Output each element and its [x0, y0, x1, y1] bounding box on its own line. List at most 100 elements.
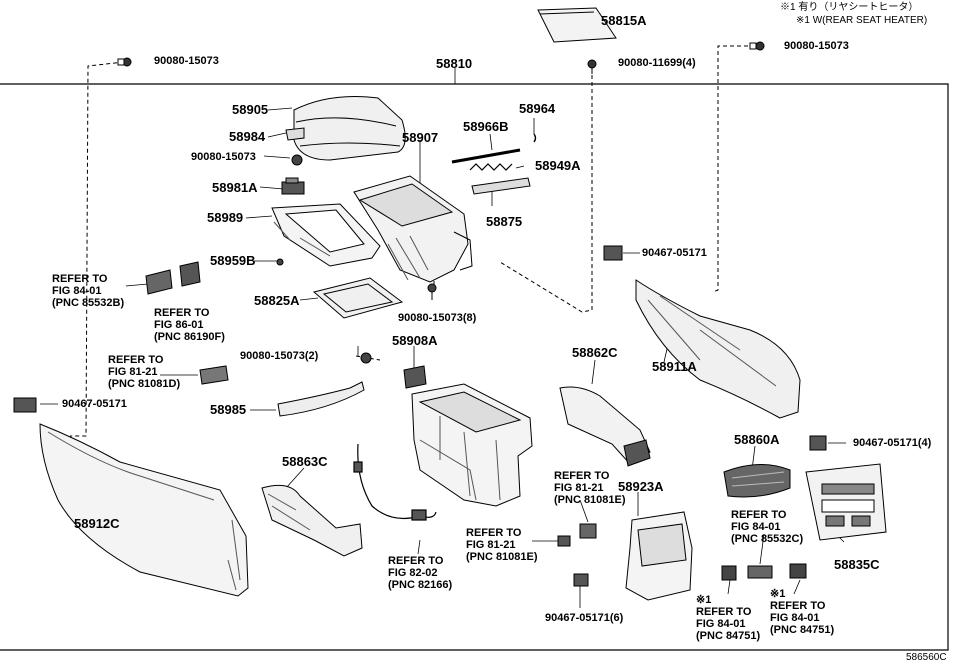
part-label-58923A[interactable]: 58923A	[618, 479, 664, 494]
refer-line: FIG 84-01	[696, 618, 746, 630]
refer-line: REFER TO	[770, 600, 826, 612]
refer-line: (PNC 84751)	[770, 624, 835, 636]
part-58989-shape	[271, 203, 381, 267]
fastener-label-7[interactable]: 90467-05171	[62, 398, 127, 410]
part-label-58959B[interactable]: 58959B	[210, 253, 256, 268]
part-label-58966B[interactable]: 58966B	[463, 119, 509, 134]
fastener-clips	[13, 41, 827, 587]
refer-line: (PNC 85532B)	[52, 297, 125, 309]
refer-line: REFER TO	[554, 470, 610, 482]
part-58860A-shape	[723, 463, 791, 498]
refer-line: REFER TO	[154, 307, 210, 319]
part-58912C-shape	[39, 423, 249, 597]
fastener-label-1[interactable]: 90080-15073	[154, 55, 219, 67]
part-label-58860A[interactable]: 58860A	[734, 432, 780, 447]
note-marker: ※1	[696, 594, 712, 606]
refer-line: REFER TO	[466, 527, 522, 539]
part-label-58825A[interactable]: 58825A	[254, 293, 300, 308]
illustration-id: 586560C	[906, 652, 947, 663]
refer-block-3[interactable]: REFER TO FIG 81-21 (PNC 81081D)	[108, 354, 180, 390]
refer-line: (PNC 81081E)	[554, 494, 626, 506]
part-58923A-shape	[625, 511, 693, 601]
part-label-58989[interactable]: 58989	[207, 210, 244, 225]
part-58862C-shape	[559, 386, 651, 467]
part-58815A-shape	[537, 7, 617, 43]
part-label-58835C[interactable]: 58835C	[834, 557, 880, 572]
part-label-58905[interactable]: 58905	[232, 102, 269, 117]
refer-block-9[interactable]: ※1 REFER TO FIG 84-01 (PNC 84751)	[770, 588, 834, 636]
refer-line: FIG 84-01	[52, 285, 102, 297]
refer-line: FIG 82-02	[388, 567, 438, 579]
part-58984-shape	[285, 127, 305, 141]
part-58981A-shape	[281, 177, 305, 195]
part-58835C-shape	[805, 463, 887, 541]
part-label-58981A[interactable]: 58981A	[212, 180, 258, 195]
refer-line: FIG 81-21	[466, 539, 516, 551]
part-58911A-shape	[635, 279, 801, 419]
refer-line: REFER TO	[52, 273, 108, 285]
part-58964-shape	[533, 133, 537, 143]
console-box-shape	[411, 383, 533, 507]
refer-line: FIG 84-01	[770, 612, 820, 624]
connectors	[557, 523, 807, 581]
part-label-58863C[interactable]: 58863C	[282, 454, 328, 469]
part-label-58907[interactable]: 58907	[402, 130, 439, 145]
part-label-58810[interactable]: 58810	[436, 56, 473, 71]
refer-block-8[interactable]: ※1 REFER TO FIG 84-01 (PNC 84751)	[696, 594, 760, 642]
refer-line: REFER TO	[108, 354, 164, 366]
part-label-58984[interactable]: 58984	[229, 129, 266, 144]
refer-line: (PNC 82166)	[388, 579, 453, 591]
fastener-label-8[interactable]: 90467-05171	[642, 247, 707, 259]
part-58908A-shape	[403, 365, 427, 389]
part-58825A-shape	[312, 277, 404, 319]
refer-block-2[interactable]: REFER TO FIG 86-01 (PNC 86190F)	[154, 307, 225, 343]
refer-block-1[interactable]: REFER TO FIG 84-01 (PNC 85532B)	[52, 273, 124, 309]
refer-line: (PNC 85532C)	[731, 533, 804, 545]
wire-harness-shape	[353, 443, 437, 521]
fastener-label-10[interactable]: 90467-05171(6)	[545, 612, 624, 624]
part-label-58985[interactable]: 58985	[210, 402, 247, 417]
refer-line: (PNC 84751)	[696, 630, 761, 642]
part-label-58862C[interactable]: 58862C	[572, 345, 618, 360]
fastener-label-3[interactable]: 90080-15073	[784, 40, 849, 52]
refer-line: FIG 81-21	[108, 366, 158, 378]
refer-line: (PNC 81081E)	[466, 551, 538, 563]
assembly-frame	[0, 83, 949, 651]
note-line-2: ※1 W(REAR SEAT HEATER)	[796, 15, 928, 26]
refer-block-4[interactable]: REFER TO FIG 82-02 (PNC 82166)	[388, 555, 452, 591]
part-label-58911A[interactable]: 58911A	[652, 359, 697, 374]
refer-line: REFER TO	[731, 509, 787, 521]
refer-line: (PNC 81081D)	[108, 378, 181, 390]
refer-block-5[interactable]: REFER TO FIG 81-21 (PNC 81081E)	[554, 470, 626, 506]
fastener-label-4[interactable]: 90080-15073	[191, 151, 256, 163]
fastener-label-2[interactable]: 90080-11699(4)	[618, 57, 696, 69]
part-label-58815A[interactable]: 58815A	[601, 13, 647, 28]
fastener-label-6[interactable]: 90080-15073(2)	[240, 350, 319, 362]
part-label-58912C[interactable]: 58912C	[74, 516, 120, 531]
part-58966B-shape	[451, 148, 521, 164]
refer-block-7[interactable]: REFER TO FIG 84-01 (PNC 85532C)	[731, 509, 803, 545]
refer-line: FIG 84-01	[731, 521, 781, 533]
refer-line: REFER TO	[388, 555, 444, 567]
part-label-58908A[interactable]: 58908A	[392, 333, 438, 348]
refer-block-6[interactable]: REFER TO FIG 81-21 (PNC 81081E)	[466, 527, 538, 563]
refer-line: REFER TO	[696, 606, 752, 618]
part-58985-shape	[277, 381, 365, 417]
part-label-58964[interactable]: 58964	[519, 101, 556, 116]
part-58907-shape	[353, 175, 473, 283]
part-58949A-shape	[469, 163, 513, 171]
refer-line: FIG 86-01	[154, 319, 204, 331]
fastener-label-9[interactable]: 90467-05171(4)	[853, 437, 932, 449]
refer-line: FIG 81-21	[554, 482, 604, 494]
note-line-1: ※1 有り（リヤシートヒータ）	[780, 2, 919, 13]
part-label-58875[interactable]: 58875	[486, 214, 523, 229]
part-58905-shape	[293, 96, 406, 161]
switch-modules-left	[145, 261, 229, 385]
fastener-label-5[interactable]: 90080-15073(8)	[398, 312, 477, 324]
part-58863C-shape	[261, 484, 363, 557]
refer-line: (PNC 86190F)	[154, 331, 225, 343]
part-58875-shape	[471, 177, 531, 195]
part-label-58949A[interactable]: 58949A	[535, 158, 581, 173]
